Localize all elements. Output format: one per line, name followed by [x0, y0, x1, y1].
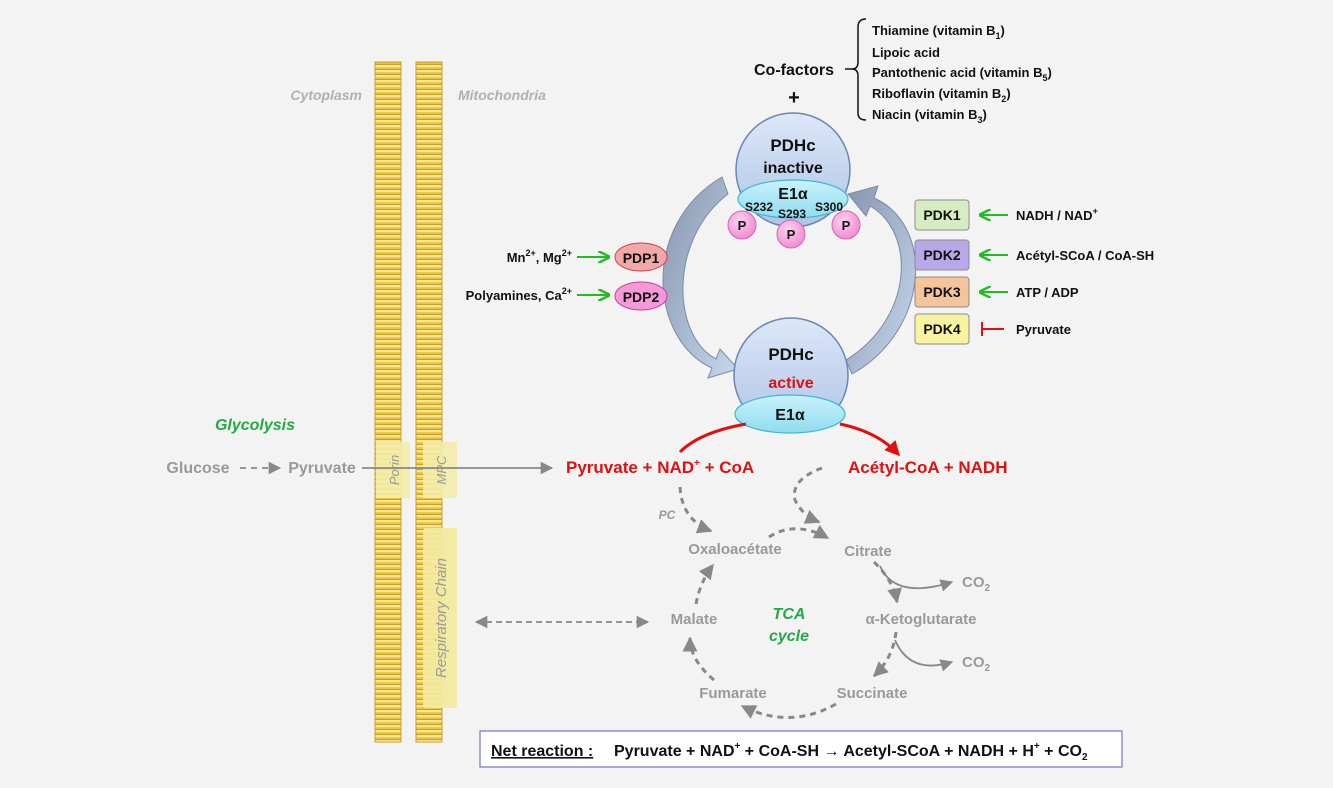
kinase-box-3	[914, 276, 970, 308]
pdhc-active-state: active	[768, 375, 813, 392]
phosphate-3	[831, 210, 861, 240]
net-reaction-box	[479, 730, 1123, 768]
site-s232: S232	[745, 200, 773, 214]
kinase-label-4: PDK4	[923, 321, 961, 337]
reaction-substrates: Pyruvate + NAD+ + CoA	[566, 458, 754, 477]
reaction-product-arrow	[839, 422, 901, 457]
co2-label-2: CO2	[962, 654, 991, 674]
cofactors-plus: +	[788, 87, 800, 109]
kinase-regulator-4: Pyruvate	[1016, 322, 1071, 337]
ketoglutarate-node: α-Ketoglutarate	[866, 611, 977, 628]
kinase-box-2	[914, 239, 970, 271]
pdh-reaction: Pyruvate + NAD+ + CoA Acétyl-CoA + NADH	[566, 422, 1007, 477]
pdhc-inactive-title: PDHc	[770, 136, 815, 155]
cofactor-item: Thiamine (vitamin B1)	[872, 23, 1005, 41]
tca-label: TCA	[773, 606, 806, 623]
cofactors: Co-factors + Thiamine (vitamin B1) Lipoic…	[754, 18, 1052, 125]
phosphate-1	[727, 210, 757, 240]
e1a-active-label: E1α	[775, 407, 805, 424]
phosphorylation-arrow	[845, 185, 917, 375]
site-s293: S293	[778, 207, 806, 221]
kinase-label-3: PDK3	[923, 284, 961, 300]
pdhc-inactive: PDHc inactive E1α S232 S293 S300 P P P	[727, 112, 861, 249]
cofactor-item: Riboflavin (vitamin B2)	[872, 86, 1011, 104]
porin-box	[376, 442, 410, 498]
outer-membrane	[374, 61, 402, 743]
pdp1-ellipse	[614, 242, 668, 272]
pdhc-active: PDHc active E1α	[733, 317, 849, 434]
kinase-regulator-2: Acétyl-SCoA / CoA-SH	[1016, 248, 1154, 263]
respiratory-chain-box	[423, 528, 457, 708]
net-reaction-equation: Pyruvate + NAD+ + CoA-SH → Acetyl-SCoA +…	[614, 741, 1088, 763]
pdp2-activators: Polyamines, Ca2+	[466, 286, 572, 303]
tca-arrow-oaa-citrate	[768, 524, 830, 540]
pdhc-inactive-state: inactive	[763, 160, 823, 177]
cofactors-title: Co-factors	[754, 62, 834, 79]
kinase-label-1: PDK1	[923, 207, 961, 223]
acetylcoa-entry-arrow	[792, 466, 823, 524]
pdp2-ellipse	[614, 281, 668, 311]
dephosphorylation-arrow	[662, 176, 739, 379]
respiratory-chain-label: Respiratory Chain	[433, 558, 450, 678]
site-s300: S300	[815, 200, 843, 214]
mpc-label: MPC	[434, 455, 449, 485]
reaction-substrate-curve	[678, 422, 747, 454]
citrate-node: Citrate	[844, 543, 892, 560]
mitochondria-label: Mitochondria	[458, 87, 546, 103]
cytosolic-pyruvate-label: Pyruvate	[288, 460, 356, 477]
glycolysis-label: Glycolysis	[215, 417, 295, 434]
co2-release-1	[879, 565, 954, 592]
tca-arrow-fumarate-malate	[682, 636, 715, 682]
pc-label: PC	[659, 508, 676, 522]
tca-arrow-citrate-akg	[872, 560, 902, 604]
pdhc-active-title: PDHc	[768, 345, 813, 364]
kinases: PDK1 NADH / NAD+ PDK2 Acétyl-SCoA / CoA-SH P…	[914, 199, 1154, 345]
oxaloacetate-node: Oxaloacétate	[688, 541, 781, 558]
e1a-inactive-label: E1α	[778, 186, 808, 203]
cofactor-item: Niacin (vitamin B3)	[872, 107, 987, 125]
pdp1-activators: Mn2+, Mg2+	[507, 248, 572, 265]
reaction-products: Acétyl-CoA + NADH	[848, 458, 1007, 477]
e1a-inactive-subunit	[737, 179, 849, 219]
co2-release-2	[894, 639, 954, 672]
tca-arrow-akg-succinate	[872, 631, 898, 678]
phosphate-3-label: P	[842, 218, 851, 233]
malate-node: Malate	[671, 611, 718, 628]
glycolysis-pathway: Glycolysis Glucose Pyruvate	[166, 417, 554, 477]
tca-cycle: PC Oxaloacétate Citrate α-Ketoglutarate …	[474, 466, 991, 719]
net-reaction: Net reaction : Pyruvate + NAD+ + CoA-SH …	[479, 730, 1123, 768]
phosphate-1-label: P	[738, 218, 747, 233]
cofactor-item: Pantothenic acid (vitamin B5)	[872, 65, 1052, 83]
mpc-box	[423, 442, 457, 498]
membranes: Porin MPC Respiratory Chain	[374, 61, 457, 743]
kinase-box-4	[914, 313, 970, 345]
pdp2-label: PDP2	[623, 289, 660, 305]
phosphate-2-label: P	[787, 227, 796, 242]
cytoplasm-label: Cytoplasm	[290, 87, 362, 103]
phosphatases: PDP1 PDP2 Mn2+, Mg2+ Polyamines, Ca2+	[466, 242, 668, 311]
phosphate-2	[776, 219, 806, 249]
kinase-box-1	[914, 199, 970, 231]
porin-label: Porin	[387, 455, 402, 485]
succinate-node: Succinate	[837, 685, 908, 702]
glucose-label: Glucose	[166, 460, 229, 477]
cofactors-brace	[845, 18, 867, 121]
co2-label-1: CO2	[962, 574, 991, 594]
pc-arrow	[678, 486, 713, 534]
tca-arrow-succinate-fumarate	[740, 702, 837, 719]
cofactor-item: Lipoic acid	[872, 45, 940, 60]
kinase-regulator-1: NADH / NAD+	[1016, 206, 1098, 223]
cofactor-list: Thiamine (vitamin B1) Lipoic acidPantothe…	[872, 23, 1052, 125]
net-reaction-label: Net reaction :	[491, 743, 593, 760]
e1a-active-subunit	[734, 394, 846, 434]
kinase-regulator-3: ATP / ADP	[1016, 285, 1079, 300]
pdp1-label: PDP1	[623, 250, 660, 266]
fumarate-node: Fumarate	[699, 685, 767, 702]
tca-cycle-label: cycle	[769, 628, 809, 645]
tca-arrow-malate-oaa	[694, 563, 715, 605]
kinase-label-2: PDK2	[923, 247, 961, 263]
